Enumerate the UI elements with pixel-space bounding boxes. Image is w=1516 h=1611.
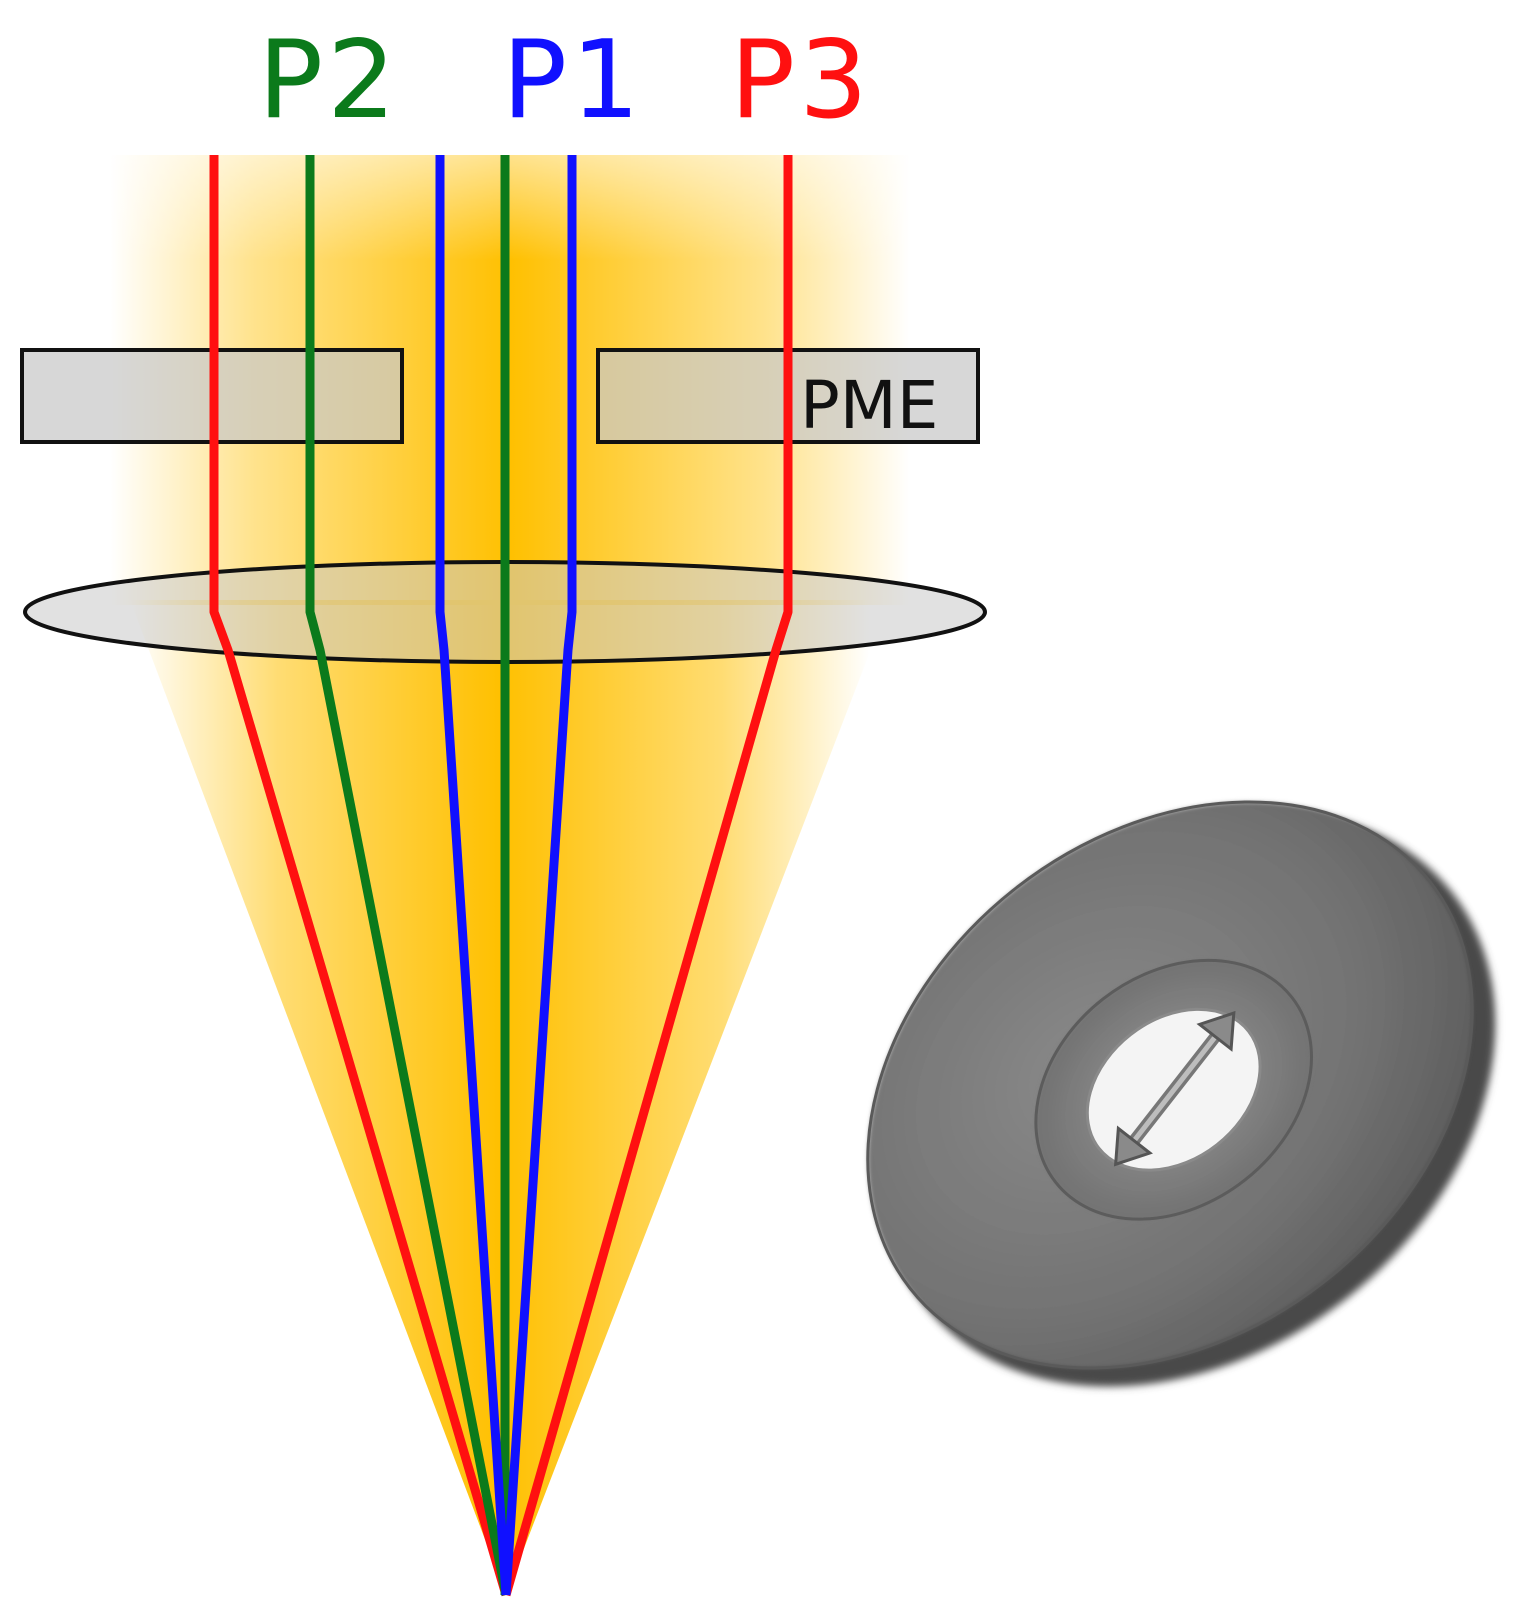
ray-p1-left: [435, 155, 511, 1596]
label-p3: P3: [730, 18, 872, 143]
ray-p2-left: [305, 155, 511, 1596]
disk-aperture-edge: [1085, 1007, 1262, 1172]
phase-mask-disk: [866, 800, 1496, 1387]
label-p2: P2: [258, 18, 400, 143]
double-arrow-icon: [1113, 1010, 1236, 1167]
focused-beam-cone: [130, 600, 890, 1595]
rays: [209, 155, 793, 1597]
label-pme: PME: [800, 367, 938, 444]
ray-p3-right: [501, 155, 793, 1597]
ray-p1-right: [501, 155, 577, 1596]
ray-p3-left: [209, 155, 511, 1597]
disk-face-edge: [866, 800, 1474, 1370]
disk-inner-ring-edge: [1034, 958, 1313, 1221]
label-p1: P1: [502, 18, 644, 143]
beam-top-fade: [110, 155, 910, 260]
